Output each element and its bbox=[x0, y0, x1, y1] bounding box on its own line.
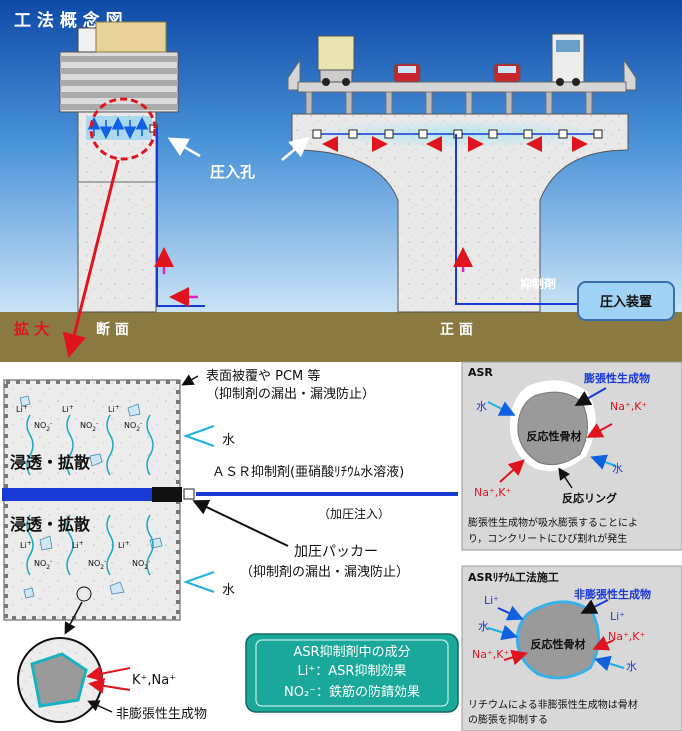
lithium-heading: ASRﾘﾁｳﾑ工法施工 bbox=[468, 570, 559, 584]
svg-text:Li+: Li+ bbox=[16, 404, 28, 414]
svg-text:NO2-: NO2- bbox=[34, 420, 52, 433]
kna-label: K⁺,Na⁺ bbox=[132, 673, 176, 688]
building-deck bbox=[59, 21, 179, 113]
lithium-non-expansive-label: 非膨張性生成物 bbox=[574, 587, 651, 601]
packer-label-line2: （抑制剤の漏出・漏洩防止） bbox=[240, 564, 409, 580]
pressure-device-box bbox=[577, 281, 675, 321]
packer bbox=[152, 487, 182, 502]
section-pier bbox=[77, 111, 157, 313]
svg-text:NO2-: NO2- bbox=[124, 420, 142, 433]
asr-inhibitor-label: ＡＳＲ抑制剤(亜硝酸ﾘﾁｳﾑ水溶液) bbox=[212, 464, 404, 480]
front-pier bbox=[291, 113, 629, 313]
section-arrows bbox=[86, 116, 158, 140]
asr-ring-label: 反応リング bbox=[562, 491, 617, 505]
front-injection-holes bbox=[300, 120, 620, 152]
front-injection-pipe bbox=[455, 134, 578, 305]
asr-nak-right: Na⁺,K⁺ bbox=[610, 400, 647, 413]
components-title: ASR抑制剤中の成分 bbox=[293, 644, 410, 660]
lithium-nak-right: Na⁺,K⁺ bbox=[608, 630, 645, 643]
lithium-caption-line1: リチウムによる非膨張性生成物は骨材 bbox=[468, 698, 638, 711]
asr-heading: ASR bbox=[468, 366, 493, 379]
ground bbox=[0, 312, 682, 362]
aggregate-pieces bbox=[19, 395, 163, 599]
diffusion-label-top: 浸透・拡散 bbox=[10, 453, 91, 472]
inhibitor-label: 抑制剤 bbox=[520, 276, 556, 291]
asr-aggregate-label: 反応性骨材 bbox=[527, 429, 582, 443]
lithium-li-left: Li⁺ bbox=[484, 594, 499, 607]
front-label: 正 面 bbox=[440, 322, 473, 338]
coating-note-line1: 表面被覆や PCM 等 bbox=[206, 368, 320, 384]
water-label-top: 水 bbox=[222, 433, 235, 448]
components-no2: NO₂⁻：鉄筋の防錆効果 bbox=[284, 684, 420, 700]
svg-text:NO2-: NO2- bbox=[34, 558, 52, 571]
components-box bbox=[245, 633, 459, 713]
asr-caption-line2: り，コンクリートにひび割れが発生 bbox=[468, 532, 627, 545]
svg-text:Li+: Li+ bbox=[108, 404, 120, 414]
water-mark-top bbox=[183, 425, 215, 447]
lithium-water-right: 水 bbox=[626, 660, 637, 673]
asr-caption-line1: 膨張性生成物が吸水膨張することによ bbox=[468, 516, 638, 529]
packer-label-line1: 加圧パッカー bbox=[294, 544, 378, 560]
lithium-aggregate-label: 反応性骨材 bbox=[531, 637, 586, 651]
asr-water-right: 水 bbox=[612, 462, 623, 475]
svg-text:Li+: Li+ bbox=[118, 540, 130, 550]
section-injection-pipe bbox=[156, 128, 205, 307]
lithium-caption-line2: の膨張を抑制する bbox=[468, 713, 548, 726]
asr-water-top: 水 bbox=[476, 400, 487, 413]
ion-labels: Li+ Li+ Li+ NO2- NO2- NO2- Li+ Li+ Li+ N… bbox=[16, 404, 150, 571]
zoom-arrow bbox=[62, 159, 120, 358]
enlarge-label: 拡 大 bbox=[14, 320, 49, 338]
svg-text:Li+: Li+ bbox=[62, 404, 74, 414]
pressure-device-label: 圧入装置 bbox=[600, 294, 652, 310]
water-mark-bottom bbox=[183, 571, 215, 593]
svg-text:NO2-: NO2- bbox=[88, 558, 106, 571]
asr-expansive-label: 膨張性生成物 bbox=[583, 371, 650, 385]
water-label-bottom: 水 bbox=[222, 583, 235, 598]
svg-text:NO2-: NO2- bbox=[80, 420, 98, 433]
asr-aggregate bbox=[517, 391, 588, 466]
svg-text:Li+: Li+ bbox=[72, 540, 84, 550]
diffusion-waves bbox=[26, 414, 154, 576]
injection-hole-label: 圧入孔 bbox=[210, 163, 255, 181]
vehicles bbox=[317, 33, 585, 86]
svg-text:Li+: Li+ bbox=[20, 540, 32, 550]
zoom-circle bbox=[89, 97, 157, 161]
svg-text:NO2-: NO2- bbox=[132, 558, 150, 571]
injection-pipe bbox=[2, 488, 152, 501]
lithium-li-right: Li⁺ bbox=[610, 610, 625, 623]
components-li: Li⁺：ASR抑制効果 bbox=[298, 664, 407, 679]
lithium-nak-left: Na⁺,K⁺ bbox=[472, 648, 509, 661]
diffusion-label-bottom: 浸透・拡散 bbox=[10, 515, 91, 534]
pressure-injection-label: （加圧注入） bbox=[318, 506, 390, 521]
asr-nak-left: Na⁺,K⁺ bbox=[474, 486, 511, 499]
non-expansive-label: 非膨張性生成物 bbox=[116, 707, 207, 722]
coating-note-line2: （抑制剤の漏出・漏洩防止） bbox=[206, 386, 375, 402]
lithium-water-left: 水 bbox=[478, 620, 489, 633]
section-label: 断 面 bbox=[96, 321, 129, 338]
